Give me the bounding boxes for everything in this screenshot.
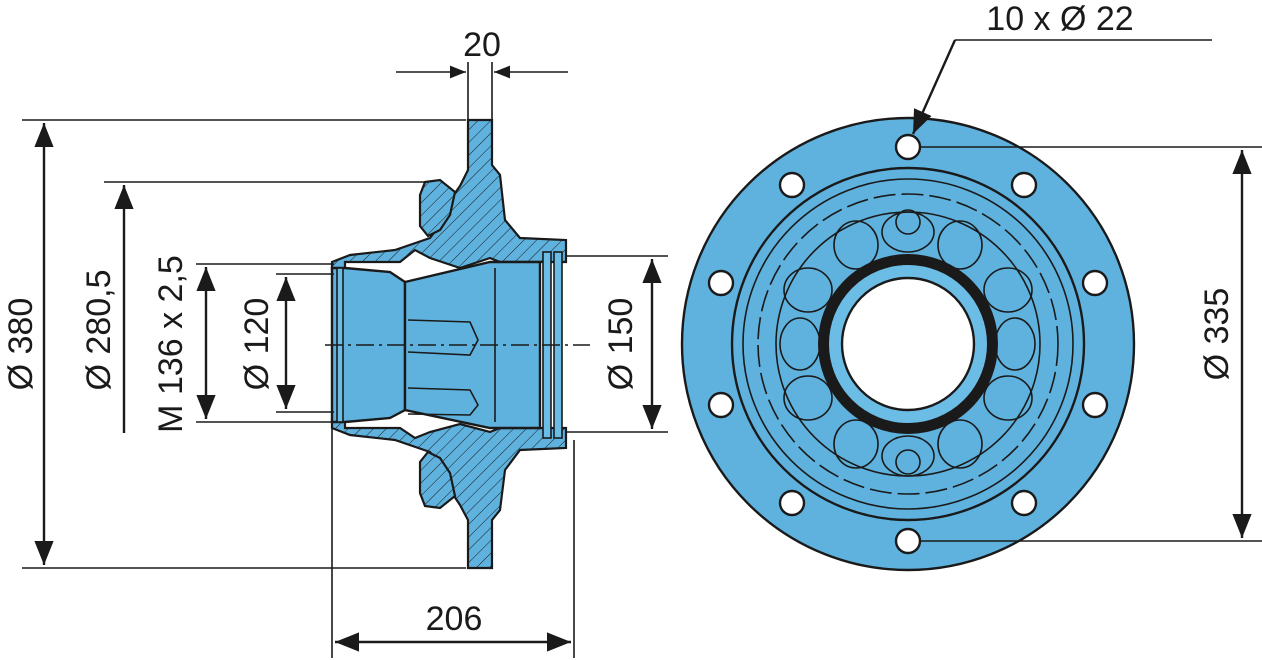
dim-bore-inner: Ø 120 xyxy=(238,298,276,391)
dim-thread: M 136 x 2,5 xyxy=(152,255,190,433)
hub-rim xyxy=(730,166,1086,522)
section-view xyxy=(325,118,590,570)
side-dimensions: 20 Ø 380 Ø 280,5 M 136 x 2,5 Ø 120 Ø 150… xyxy=(2,26,668,658)
dim-flange-width: 20 xyxy=(463,26,501,64)
section-lug-top xyxy=(418,178,457,238)
dim-overall-length: 206 xyxy=(426,600,483,638)
dim-bolt-circle: Ø 335 xyxy=(1198,288,1236,381)
bolt-holes xyxy=(707,133,1109,555)
brand-logo-icon-top xyxy=(895,209,921,235)
dim-hub-diameter: Ø 280,5 xyxy=(80,270,118,391)
hub-rib-ring xyxy=(757,193,1059,495)
internal-detail-bottom xyxy=(407,387,479,416)
brand-logo-icon-bottom xyxy=(895,449,921,475)
hub-rim-inner xyxy=(742,178,1074,510)
section-lug-bottom xyxy=(418,450,457,510)
front-view xyxy=(680,116,1136,572)
dim-bore-outer: Ø 150 xyxy=(602,298,640,391)
centre-bore xyxy=(840,276,976,412)
dim-outer-diameter: Ø 380 xyxy=(2,298,40,391)
dim-bolt-holes: 10 x Ø 22 xyxy=(986,0,1133,38)
internal-detail-top xyxy=(407,319,479,356)
front-dimensions: 10 x Ø 22 Ø 335 xyxy=(911,0,1262,542)
